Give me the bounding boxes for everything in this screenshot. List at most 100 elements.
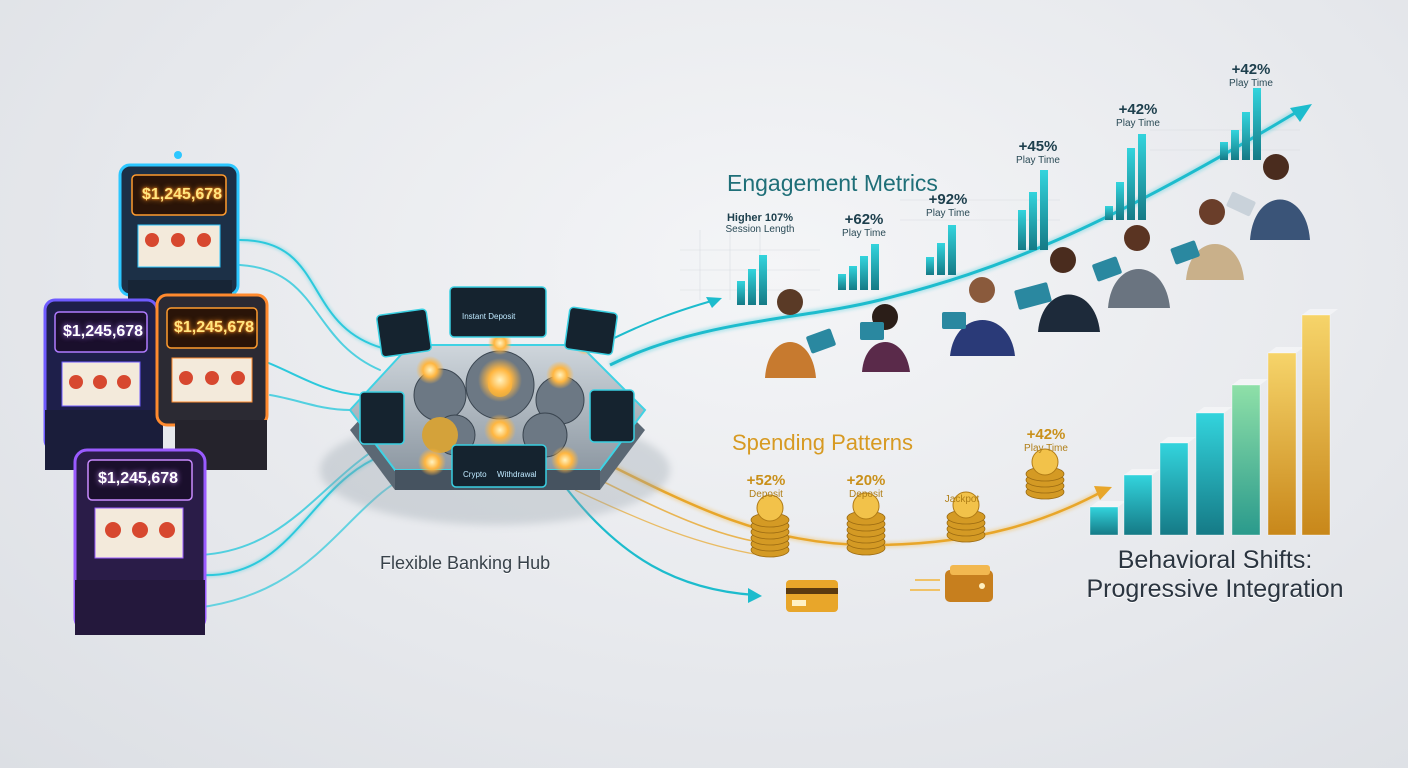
- headline-line-1: Behavioral Shifts:: [1117, 546, 1313, 574]
- person-5: [1092, 225, 1170, 308]
- coin-face-3: [952, 491, 980, 519]
- behavioral-shift-bars: [1089, 309, 1338, 536]
- spending-label-4-value: +42%: [1026, 426, 1066, 443]
- shift-bar-top-5: [1232, 379, 1268, 385]
- engagement-label-1-value: Higher 107%: [726, 212, 794, 224]
- reel-symbols: [69, 233, 245, 538]
- person-3: [942, 277, 1015, 356]
- engagement-label-4-caption: Play Time: [1016, 155, 1060, 166]
- engagement-bars: [737, 88, 1261, 305]
- spending-label-4-caption: Play Time: [1024, 443, 1068, 454]
- slot-jackpot-3: $1,245,678: [174, 319, 255, 336]
- engagement-bar-4-3: [1040, 170, 1048, 250]
- coin-face-4: [1031, 448, 1059, 476]
- engagement-label-5-value: +42%: [1118, 101, 1158, 118]
- audience-group: [765, 154, 1310, 378]
- slot-jackpot-4: $1,245,678: [98, 470, 179, 487]
- engagement-bar-3-1: [926, 257, 934, 275]
- shift-bar-top-2: [1124, 469, 1160, 475]
- engagement-label-6: +42% Play Time: [1221, 61, 1281, 90]
- shift-bar-7: [1301, 314, 1331, 536]
- hub-title: Flexible Banking Hub: [380, 553, 551, 573]
- engagement-bar-2-4: [871, 244, 879, 290]
- spending-label-3-caption: Jackpot: [944, 494, 980, 505]
- hub-to-engagement-flow: [599, 104, 1312, 369]
- coin-stacks: [750, 448, 1065, 558]
- shift-bar-1: [1089, 506, 1119, 536]
- coin-face-1: [756, 494, 784, 522]
- engagement-label-2-caption: Play Time: [842, 228, 886, 239]
- slot-jackpot-2: $1,245,678: [63, 323, 144, 340]
- engagement-label-5-caption: Play Time: [1116, 118, 1160, 129]
- engagement-title: Engagement Metrics: [727, 170, 938, 196]
- spending-label-1-caption: Deposit: [749, 489, 783, 500]
- person-7: [1226, 154, 1310, 240]
- engagement-label-5: +42% Play Time: [1108, 101, 1168, 130]
- shift-bar-top-1: [1090, 501, 1126, 507]
- engagement-bar-5-4: [1138, 134, 1146, 220]
- engagement-bar-5-3: [1127, 148, 1135, 220]
- engagement-bar-4-1: [1018, 210, 1026, 250]
- engagement-label-3-caption: Play Time: [926, 208, 970, 219]
- engagement-bar-6-2: [1231, 130, 1239, 160]
- person-2: [860, 304, 910, 372]
- engagement-bar-6-4: [1253, 88, 1261, 160]
- engagement-label-3: +92% Play Time: [918, 191, 978, 220]
- engagement-bar-5-1: [1105, 206, 1113, 220]
- credit-card-icon: [786, 580, 838, 612]
- engagement-bar-5-2: [1116, 182, 1124, 220]
- wallet-icon: [910, 565, 993, 602]
- headline-line-2: Progressive Integration: [1086, 575, 1344, 603]
- hub-tile-withdrawal[interactable]: Withdrawal: [497, 470, 537, 479]
- engagement-label-4: +45% Play Time: [1008, 138, 1068, 167]
- headline: Behavioral Shifts: Progressive Integrati…: [1045, 546, 1385, 604]
- shift-bar-top-3: [1160, 437, 1196, 443]
- shift-bar-2: [1123, 474, 1153, 536]
- engagement-bar-1-3: [759, 255, 767, 305]
- engagement-label-1: Higher 107% Session Length: [720, 212, 800, 236]
- engagement-label-3-value: +92%: [928, 191, 968, 208]
- engagement-bar-1-1: [737, 281, 745, 305]
- shift-bar-5: [1231, 384, 1261, 536]
- coin-face-2: [852, 492, 880, 520]
- engagement-label-1-caption: Session Length: [725, 224, 795, 235]
- shift-bar-3: [1159, 442, 1189, 536]
- engagement-bar-3-3: [948, 225, 956, 275]
- person-4: [1014, 247, 1100, 332]
- slot-jackpot-1: $1,245,678: [142, 186, 223, 203]
- hub-tile-crypto[interactable]: Crypto: [463, 470, 487, 479]
- slot-machine-4: [73, 448, 207, 635]
- slot-machine-3: [155, 293, 269, 470]
- spending-label-4: +42% Play Time: [1014, 426, 1078, 455]
- engagement-label-6-caption: Play Time: [1229, 78, 1273, 89]
- person-6: [1170, 199, 1244, 280]
- engagement-label-6-value: +42%: [1231, 61, 1271, 78]
- banking-hub-machine: [320, 286, 670, 525]
- engagement-bar-2-1: [838, 274, 846, 290]
- engagement-label-2: +62% Play Time: [834, 211, 894, 240]
- slot-machine-1: [118, 151, 240, 305]
- engagement-bar-6-3: [1242, 112, 1250, 160]
- shift-bar-top-4: [1196, 407, 1232, 413]
- engagement-label-2-value: +62%: [844, 211, 884, 228]
- spending-label-1: +52% Deposit: [736, 472, 796, 501]
- spending-label-2-value: +20%: [846, 472, 886, 489]
- engagement-bar-2-2: [849, 266, 857, 290]
- engagement-bar-3-2: [937, 243, 945, 275]
- engagement-bar-6-1: [1220, 142, 1228, 160]
- engagement-label-4-value: +45%: [1018, 138, 1058, 155]
- spending-label-1-value: +52%: [746, 472, 786, 489]
- engagement-bar-2-3: [860, 256, 868, 290]
- spending-label-2-caption: Deposit: [849, 489, 883, 500]
- shift-bar-6: [1267, 352, 1297, 536]
- shift-bar-4: [1195, 412, 1225, 536]
- spending-label-2: +20% Deposit: [836, 472, 896, 501]
- engagement-bar-1-2: [748, 269, 756, 305]
- hub-tile-instant-deposit[interactable]: Instant Deposit: [462, 312, 516, 321]
- spending-label-3: Jackpot: [932, 494, 992, 505]
- engagement-bar-4-2: [1029, 192, 1037, 250]
- slot-to-hub-flows: [159, 238, 421, 611]
- spending-title: Spending Patterns: [732, 430, 914, 455]
- shift-bar-top-7: [1302, 309, 1338, 315]
